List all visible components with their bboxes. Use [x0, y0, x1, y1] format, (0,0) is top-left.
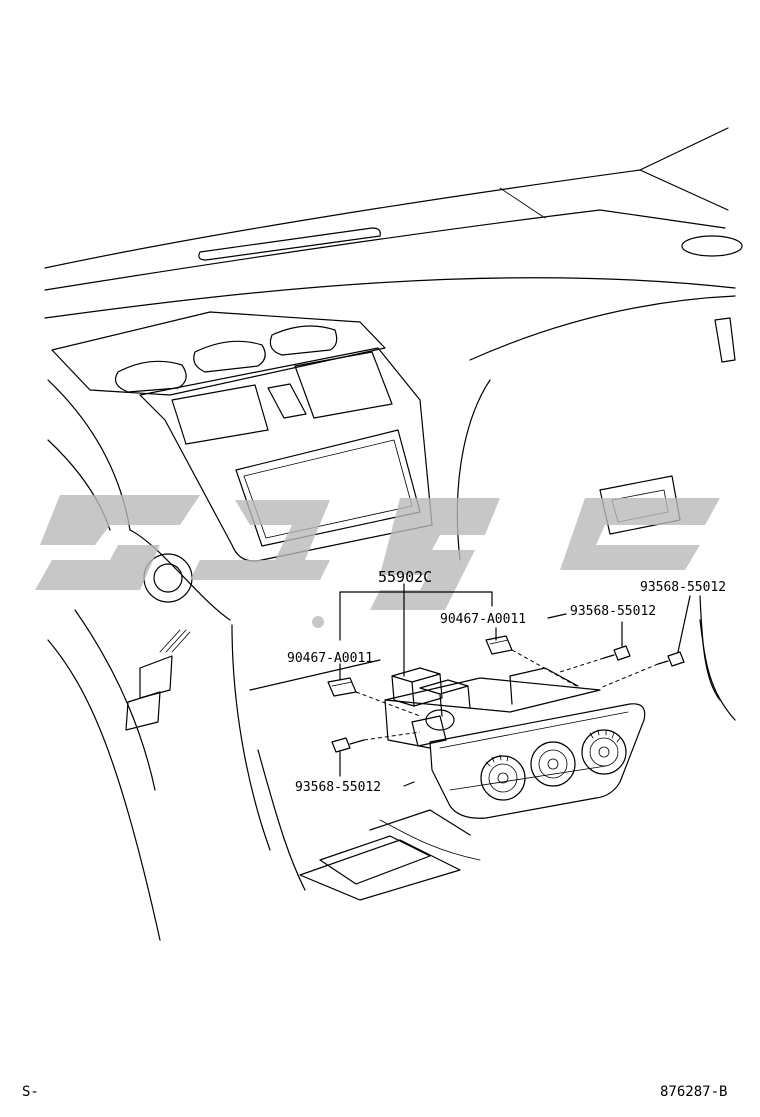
callout-screw-mid: 93568-55012 — [570, 604, 656, 619]
callout-clip-left: 90467-A0011 — [287, 651, 373, 666]
callout-clip-right: 90467-A0011 — [440, 612, 526, 627]
clip-left-part — [327, 677, 357, 697]
callout-screw-bottom: 93568-55012 — [295, 780, 381, 795]
footer-diagram-id: 876287-B — [660, 1084, 727, 1100]
screw-bottom-part — [331, 737, 365, 753]
footer-left-code: S- — [22, 1084, 39, 1100]
heater-control-assembly — [384, 667, 646, 819]
screw-mid-part — [603, 645, 631, 661]
callout-screw-right: 93568-55012 — [640, 580, 726, 595]
clip-right-part — [485, 635, 513, 655]
installation-paths — [355, 649, 659, 741]
watermark-logo — [35, 495, 720, 628]
screw-right-part — [657, 651, 685, 667]
leader-lines — [339, 583, 721, 787]
callout-assembly: 55902C — [378, 568, 432, 586]
